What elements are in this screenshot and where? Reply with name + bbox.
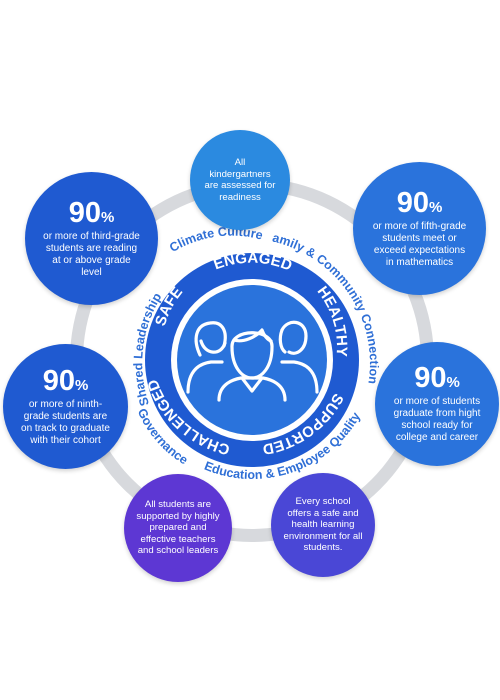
goal-effective-teachers: All students are supported by highly pre… — [124, 474, 232, 582]
goal-graduate-percent: 90% — [414, 362, 460, 394]
goal-ninth-grade-on-track: 90% or more of ninth-grade students are … — [3, 344, 128, 469]
goal-ninth-text: or more of ninth-grade students are on t… — [21, 398, 110, 446]
goal-kindergarten-text: All kindergartners are assessed for read… — [204, 157, 276, 203]
goal-math-percent: 90% — [396, 186, 443, 219]
goal-graduate-text: or more of students graduate from hight … — [393, 396, 481, 443]
goal-graduation-ready: 90% or more of students graduate from hi… — [375, 342, 499, 466]
goal-math-text: or more of fifth-grade students meet or … — [372, 220, 467, 268]
students-group-icon — [186, 320, 319, 402]
goal-fifth-grade-math: 90% or more of fifth-grade students meet… — [353, 162, 486, 295]
goal-reading-percent: 90% — [68, 196, 115, 229]
goal-kindergarten-readiness: All kindergartners are assessed for read… — [190, 130, 290, 230]
goal-teachers-text: All students are supported by highly pre… — [136, 499, 220, 557]
goal-third-grade-reading: 90% or more of third-grade students are … — [25, 172, 158, 305]
goal-safe-school-text: Every school offers a safe and health le… — [283, 496, 363, 554]
goal-ninth-percent: 90% — [42, 364, 89, 397]
goal-reading-text: or more of third-grade students are read… — [43, 230, 140, 278]
center-disc — [177, 285, 327, 435]
goal-safe-healthy-school: Every school offers a safe and health le… — [271, 473, 375, 577]
